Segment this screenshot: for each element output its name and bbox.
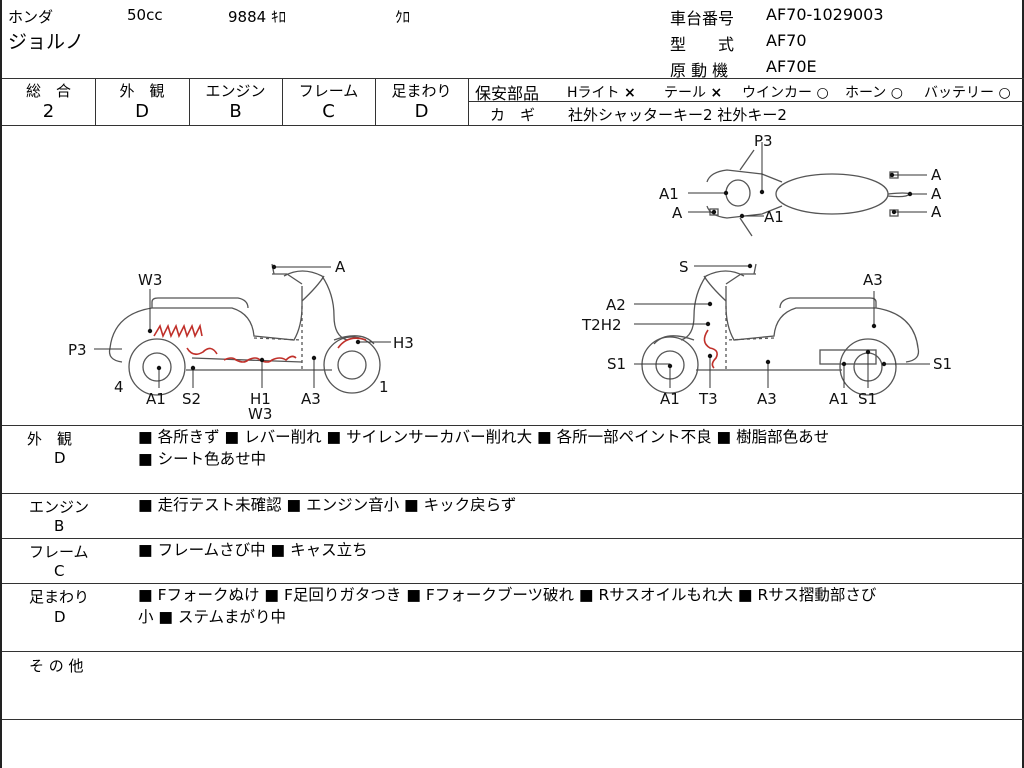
right-label-s1-left: S1: [607, 355, 626, 373]
left-label-a: A: [335, 258, 346, 276]
grade-header-overall: 総 合: [25, 82, 71, 100]
right-label-a3-bottom: A3: [757, 390, 777, 408]
note-text-exterior-2: ■ シート色あせ中: [138, 450, 267, 468]
top-label-p3: P3: [754, 132, 773, 150]
damage-diagram: A W3 P3 H3 4 1 A1 S2 H1 W3 A3 P3 A1 A A1…: [68, 132, 952, 423]
horn-mark: ○: [890, 85, 903, 101]
left-label-h1: H1: [250, 390, 271, 408]
key-value: 社外シャッターキー2 社外キー2: [568, 106, 787, 124]
note-text-exterior-1: ■ 各所きず ■ レバー削れ ■ サイレンサーカバー削れ大 ■ 各所一部ペイント…: [138, 428, 830, 446]
displacement: 50cc: [127, 6, 163, 24]
key-label: カ ギ: [490, 106, 536, 124]
top-label-a-r2: A: [931, 185, 942, 203]
safety-battery: バッテリー ○: [924, 85, 1011, 101]
left-label-w3b: W3: [248, 405, 272, 423]
grade-overall: 2: [42, 101, 55, 122]
top-label-a-left: A: [672, 204, 683, 222]
note-grade-frame: C: [54, 562, 65, 580]
grade-suspension: D: [414, 101, 429, 122]
note-text-suspension-2: 小 ■ ステムまがり中: [138, 608, 287, 626]
note-label-frame: フレーム: [29, 543, 89, 561]
safety-horn: ホーン ○: [845, 85, 903, 101]
engine-value: AF70E: [766, 57, 817, 76]
left-label-s2: S2: [182, 390, 201, 408]
right-damage-marks: [703, 329, 718, 369]
grade-header-suspension: 足まわり: [391, 82, 452, 100]
note-grade-suspension: D: [54, 608, 66, 626]
grade-frame: C: [322, 101, 335, 122]
left-label-a1: A1: [146, 390, 166, 408]
note-text-frame-1: ■ フレームさび中 ■ キャス立ち: [138, 541, 368, 559]
right-label-a1: A1: [660, 390, 680, 408]
type-label: 型 式: [670, 35, 735, 54]
maker: ホンダ: [8, 8, 54, 26]
grade-header-exterior: 外 観: [119, 82, 165, 100]
right-label-a1-right: A1: [829, 390, 849, 408]
mileage: 9884 ｷﾛ: [228, 8, 286, 26]
safety-headlight: Hライト ×: [567, 85, 636, 101]
right-label-s1-right: S1: [933, 355, 952, 373]
type-value: AF70: [766, 31, 807, 50]
grade-header-engine: エンジン: [205, 82, 266, 100]
left-label-p3: P3: [68, 341, 87, 359]
model-name: ジョルノ: [8, 31, 85, 53]
winker-mark: ○: [816, 85, 829, 101]
note-label-suspension: 足まわり: [29, 588, 90, 606]
note-grade-exterior: D: [54, 449, 66, 467]
top-label-a-r1: A: [931, 166, 942, 184]
frame-no: AF70-1029003: [766, 5, 884, 24]
note-grade-engine: B: [54, 517, 65, 535]
left-label-4: 4: [114, 378, 124, 396]
grade-exterior: D: [135, 101, 149, 122]
headlight-mark: ×: [623, 85, 636, 101]
battery-mark: ○: [998, 85, 1011, 101]
right-scooter-drawing: [641, 263, 920, 396]
right-label-s1-bottom: S1: [858, 390, 877, 408]
right-label-s: S: [679, 258, 689, 276]
right-label-a3-top: A3: [863, 271, 883, 289]
engine-label: 原 動 機: [670, 61, 729, 80]
safety-winker: ウインカー ○: [742, 85, 829, 101]
note-label-other: そ の 他: [29, 657, 84, 675]
top-view-scooter-drawing: [706, 149, 912, 237]
right-label-t3: T3: [698, 390, 718, 408]
left-label-w3: W3: [138, 271, 162, 289]
right-label-t2h2: T2H2: [581, 316, 622, 334]
right-label-a2: A2: [606, 296, 626, 314]
safety-tail: テール ×: [664, 85, 723, 101]
grade-engine: B: [229, 101, 242, 122]
color: ｸﾛ: [395, 8, 411, 26]
top-label-a-r3: A: [931, 203, 942, 221]
note-label-exterior: 外 観: [27, 430, 73, 448]
frame-no-label: 車台番号: [670, 9, 735, 28]
tail-mark: ×: [710, 85, 723, 101]
top-label-a1-bottom: A1: [764, 208, 784, 226]
top-label-a1-left: A1: [659, 185, 679, 203]
note-label-engine: エンジン: [29, 498, 90, 516]
left-label-h3: H3: [393, 334, 414, 352]
grade-header-frame: フレーム: [298, 82, 359, 100]
note-text-engine-1: ■ 走行テスト未確認 ■ エンジン音小 ■ キック戻らず: [138, 496, 517, 514]
left-label-a3: A3: [301, 390, 321, 408]
left-label-1: 1: [379, 378, 389, 396]
note-text-suspension-1: ■ Fフォークぬけ ■ F足回りガタつき ■ Fフォークブーツ破れ ■ Rサスオ…: [138, 586, 877, 604]
safety-label: 保安部品: [475, 84, 540, 103]
